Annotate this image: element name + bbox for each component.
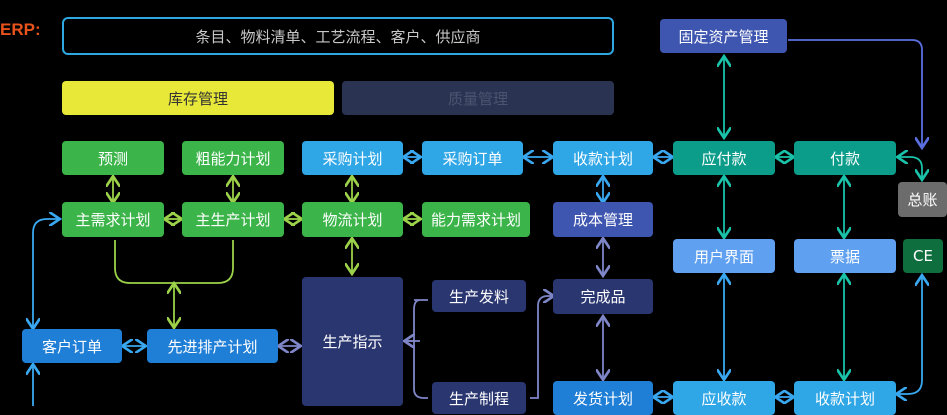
user-interface-node[interactable]: 用户界面 [673, 239, 775, 273]
capacity-demand-plan-node[interactable]: 能力需求计划 [422, 202, 530, 237]
finished-goods-node[interactable]: 完成品 [553, 279, 653, 314]
production-instruction-node[interactable]: 生产指示 [302, 277, 403, 406]
customer-order-node[interactable]: 客户订单 [22, 329, 122, 363]
production-issue-node[interactable]: 生产发料 [432, 280, 526, 312]
connector-layer [0, 39, 947, 406]
receivable-node[interactable]: 应收款 [673, 381, 775, 415]
erp-title: ERP: [0, 20, 41, 39]
invoice-node[interactable]: 票据 [794, 239, 896, 273]
rough-capacity-plan-node[interactable]: 粗能力计划 [182, 141, 284, 175]
receipt-plan-bottom-node[interactable]: 收款计划 [794, 381, 896, 415]
fixed-assets-node[interactable]: 固定资产管理 [660, 19, 787, 53]
master-demand-plan-node[interactable]: 主需求计划 [62, 202, 164, 237]
inventory-management-node[interactable]: 库存管理 [62, 81, 334, 115]
link-receipt-ce [898, 277, 922, 394]
link-assets-ledger [788, 39, 922, 146]
quality-management-node[interactable]: 质量管理 [342, 81, 614, 115]
receipt-plan-top-node[interactable]: 收款计划 [553, 141, 653, 175]
link-order-demand [33, 219, 58, 327]
payable-node[interactable]: 应付款 [673, 141, 775, 175]
purchase-plan-node[interactable]: 采购计划 [302, 141, 403, 175]
production-process-node[interactable]: 生产制程 [432, 382, 526, 414]
ce-node[interactable]: CE [903, 239, 943, 273]
payment-node[interactable]: 付款 [794, 141, 896, 175]
purchase-order-node[interactable]: 采购订单 [422, 141, 523, 175]
master-production-plan-node[interactable]: 主生产计划 [182, 202, 284, 237]
general-ledger-node[interactable]: 总账 [898, 182, 947, 217]
link-issue-finished [530, 296, 552, 399]
cost-management-node[interactable]: 成本管理 [553, 202, 653, 237]
master-data-banner: 条目、物料清单、工艺流程、客户、供应商 [62, 17, 614, 55]
link-instruction-split [404, 299, 428, 399]
link-u-scheduling [114, 240, 234, 284]
link-payment-ledger [899, 157, 922, 178]
shipping-plan-node[interactable]: 发货计划 [553, 381, 653, 415]
advanced-scheduling-node[interactable]: 先进排产计划 [147, 329, 278, 363]
logistics-plan-node[interactable]: 物流计划 [302, 202, 403, 237]
forecast-node[interactable]: 预测 [62, 141, 164, 175]
